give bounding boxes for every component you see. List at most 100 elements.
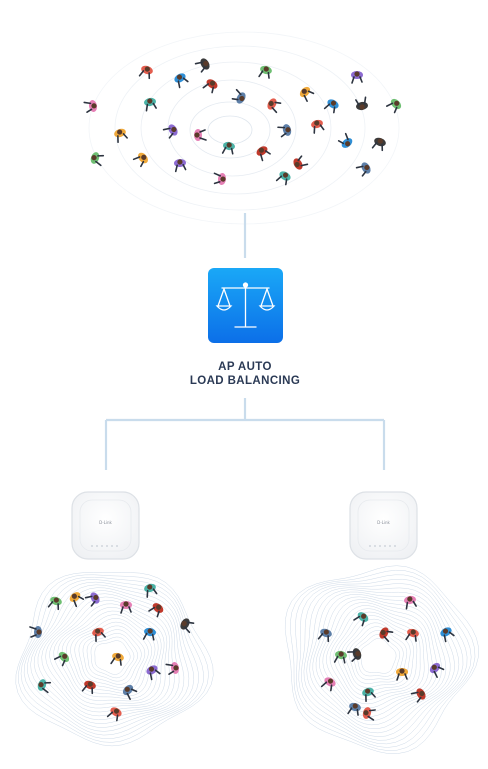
- person-icon: [379, 627, 394, 643]
- feature-label-line2: LOAD BALANCING: [190, 375, 300, 387]
- person-icon: [29, 626, 42, 638]
- access-point-right: D-Link: [349, 491, 418, 560]
- person-icon: [256, 146, 271, 162]
- person-icon: [267, 98, 282, 114]
- person-icon: [194, 129, 207, 141]
- person-icon: [404, 595, 417, 610]
- person-icon: [258, 65, 272, 79]
- person-icon: [92, 627, 106, 643]
- access-point-brand: D-Link: [377, 520, 390, 525]
- person-icon: [221, 141, 235, 155]
- person-icon: [440, 627, 455, 643]
- person-icon: [429, 662, 445, 678]
- wave-contour: [78, 625, 146, 688]
- wave-contour: [53, 603, 165, 705]
- person-icon: [371, 137, 386, 152]
- wave-contour: [303, 587, 460, 737]
- person-icon: [202, 79, 218, 94]
- wave-contour: [15, 572, 214, 747]
- person-icon: [355, 96, 368, 111]
- person-icon: [69, 592, 85, 608]
- wave-contour: [309, 591, 451, 729]
- person-icon: [396, 668, 408, 681]
- wave-contour: [295, 574, 472, 748]
- access-point-left: D-Link: [71, 491, 140, 560]
- person-icon: [355, 162, 371, 177]
- wave-contour: [315, 596, 442, 722]
- person-icon: [353, 612, 369, 627]
- person-icon: [410, 688, 426, 703]
- person-icon: [122, 684, 138, 700]
- person-icon: [174, 73, 189, 89]
- top-crowd-cluster: [83, 58, 402, 186]
- balance-scale-icon: [208, 268, 283, 343]
- person-icon: [180, 618, 195, 634]
- person-icon: [323, 99, 339, 114]
- person-icon: [317, 628, 332, 643]
- wave-contour: [49, 600, 168, 709]
- wave-ring: [189, 101, 271, 159]
- person-icon: [299, 86, 315, 102]
- person-icon: [362, 687, 376, 703]
- wave-contour: [82, 629, 142, 685]
- right-crowd-cluster: [317, 595, 455, 721]
- person-icon: [54, 651, 70, 667]
- left-crowd-cluster: [29, 583, 195, 722]
- access-point-brand: D-Link: [99, 520, 112, 525]
- person-icon: [386, 98, 402, 114]
- person-icon: [148, 603, 164, 618]
- person-icon: [337, 132, 353, 148]
- person-icon: [37, 679, 52, 694]
- wave-ring: [140, 61, 332, 195]
- person-icon: [132, 152, 148, 168]
- wave-contour: [37, 590, 180, 721]
- wave-ring: [88, 31, 400, 225]
- wave-contour: [30, 584, 190, 728]
- wave-contour: [27, 581, 195, 732]
- person-icon: [194, 58, 210, 73]
- person-icon: [347, 702, 361, 716]
- wave-ring: [167, 79, 297, 177]
- wave-contour: [352, 630, 404, 680]
- person-icon: [231, 88, 246, 104]
- wave-contour: [284, 565, 479, 754]
- feature-label-line1: AP AUTO: [218, 361, 272, 373]
- person-icon: [84, 592, 100, 607]
- connector-lines: [104, 213, 386, 470]
- person-icon: [47, 596, 62, 611]
- wave-contour: [326, 605, 429, 709]
- wave-ring: [207, 115, 253, 145]
- right-coverage-waves: [284, 565, 479, 754]
- wave-contour: [18, 574, 209, 743]
- person-icon: [333, 650, 347, 664]
- person-icon: [142, 627, 156, 641]
- top-coverage-waves: [88, 31, 400, 225]
- wave-contour: [41, 593, 175, 717]
- person-icon: [346, 648, 362, 662]
- wave-contour: [322, 602, 434, 713]
- wave-contour: [306, 589, 455, 734]
- person-icon: [275, 171, 291, 186]
- person-icon: [320, 677, 336, 692]
- wave-contour: [319, 599, 438, 717]
- wave-contour: [20, 576, 204, 739]
- person-icon: [146, 665, 161, 681]
- wave-contour: [57, 607, 162, 702]
- person-icon: [90, 152, 105, 167]
- person-icon: [351, 71, 363, 84]
- wave-contour: [94, 640, 131, 675]
- wave-contour: [33, 587, 185, 724]
- wave-contour: [298, 578, 468, 745]
- wave-contour: [301, 583, 464, 741]
- wave-contour: [333, 611, 421, 700]
- person-icon: [165, 662, 180, 675]
- person-icon: [213, 172, 227, 185]
- wave-contour: [90, 636, 135, 679]
- person-icon: [138, 65, 153, 80]
- person-icon: [174, 158, 187, 173]
- person-icon: [277, 124, 292, 138]
- person-icon: [81, 680, 96, 695]
- person-icon: [120, 601, 132, 614]
- wave-ring: [114, 45, 366, 211]
